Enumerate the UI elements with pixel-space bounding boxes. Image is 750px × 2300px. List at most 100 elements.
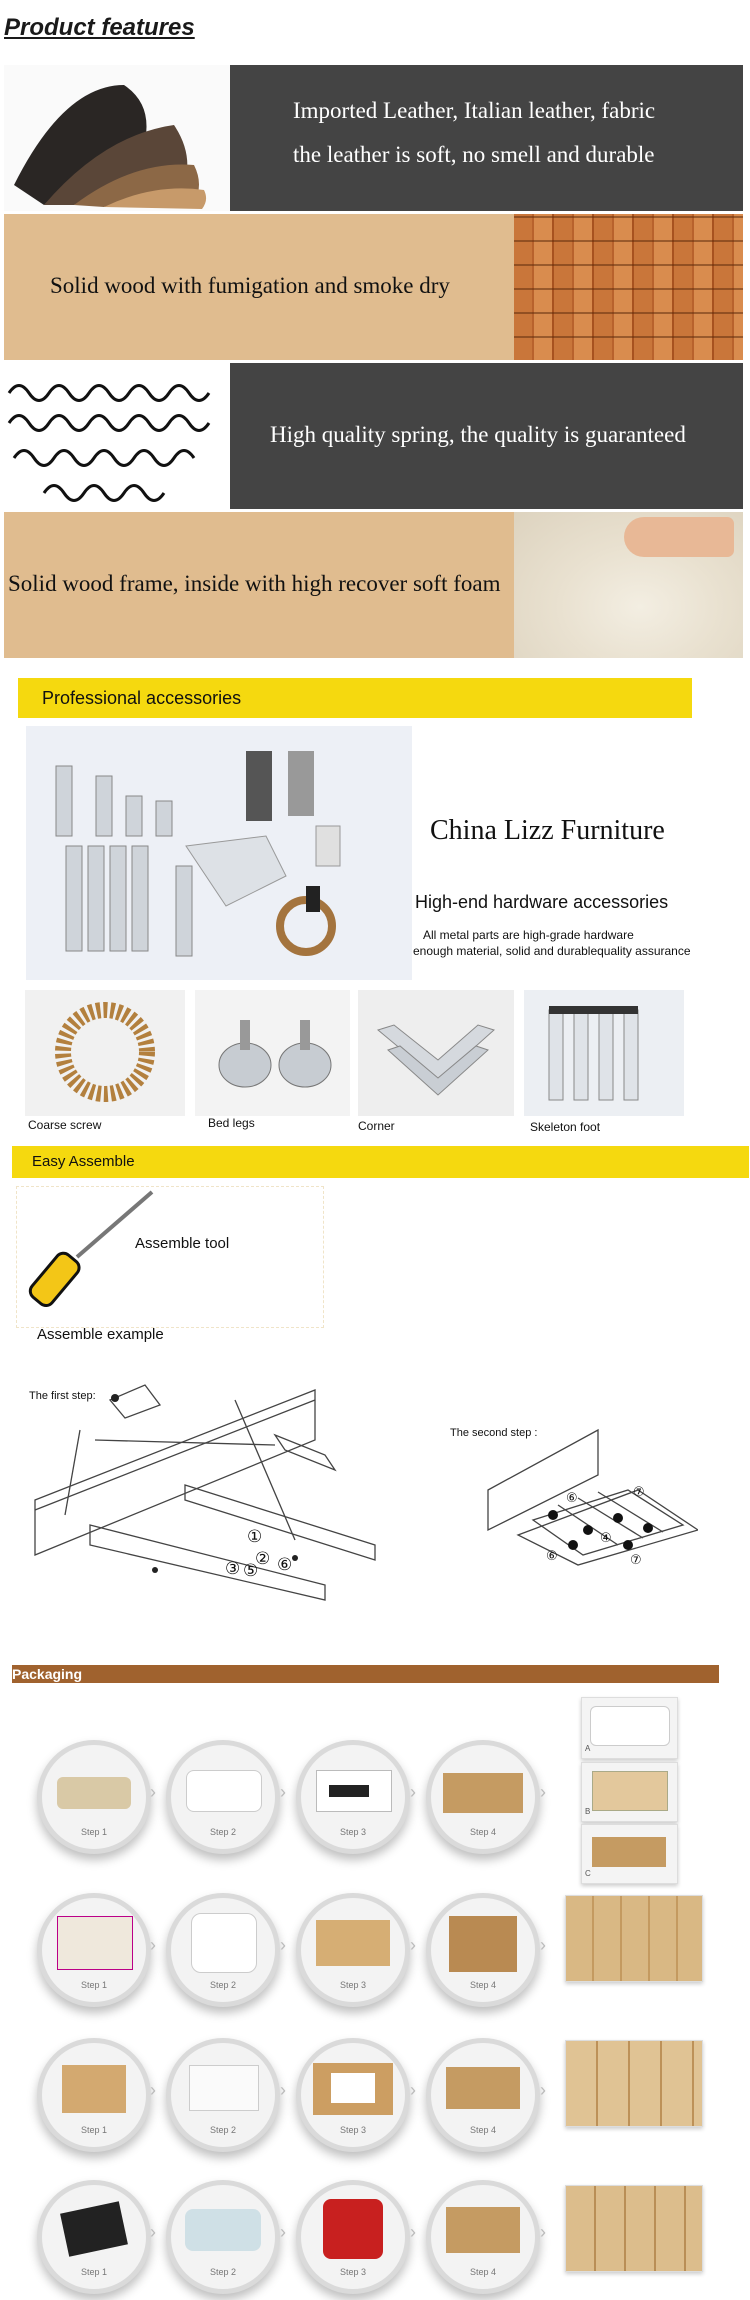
leather-image xyxy=(4,65,230,211)
skeleton-foot-icon xyxy=(548,1006,639,1101)
pack-row2-step2: Step 2 xyxy=(166,1893,280,2007)
pack-row3-step3: Step 3 xyxy=(296,2038,410,2152)
spring-image xyxy=(4,363,230,509)
step-label: Step 2 xyxy=(209,1980,237,1990)
second-step-label: The second step : xyxy=(450,1427,538,1439)
arrow-icon: › xyxy=(540,1782,546,1802)
assemble-tool-box xyxy=(16,1186,324,1328)
page-title: Product features xyxy=(4,14,195,41)
corner-photo xyxy=(358,990,514,1116)
step-label: Step 1 xyxy=(80,2125,108,2135)
feature-row-wood: Solid wood with fumigation and smoke dry xyxy=(4,214,743,360)
pack-row3-step2: Step 2 xyxy=(166,2038,280,2152)
feature-leather-line2: the leather is soft, no smell and durabl… xyxy=(293,142,655,167)
arrow-icon: › xyxy=(150,1782,156,1802)
caption-skeleton-foot: Skeleton foot xyxy=(530,1120,601,1134)
assemble-header-label: Easy Assemble xyxy=(32,1153,135,1170)
arrow-icon: › xyxy=(410,2222,416,2242)
pack-option-a: A xyxy=(581,1697,678,1759)
pack-row4-step1: Step 1 xyxy=(37,2180,151,2294)
warehouse-photo-2 xyxy=(565,2040,703,2127)
feature-row-foam: Solid wood frame, inside with high recov… xyxy=(4,512,743,658)
arrow-icon: › xyxy=(280,1782,286,1802)
brand-name: China Lizz Furniture xyxy=(430,815,665,846)
marker-2: ② xyxy=(255,1549,270,1569)
coarse-screw-photo xyxy=(25,990,185,1116)
step-label: Step 3 xyxy=(339,2267,367,2277)
arrow-icon: › xyxy=(280,2222,286,2242)
arrow-icon: › xyxy=(410,1782,416,1802)
arrow-icon: › xyxy=(280,2080,286,2100)
accessories-header: Professional accessories xyxy=(18,678,692,718)
foam-text-panel: Solid wood frame, inside with high recov… xyxy=(4,512,514,658)
spring-icon xyxy=(7,384,211,502)
foam-image xyxy=(514,512,743,658)
assemble-example-label: Assemble example xyxy=(37,1326,164,1343)
warehouse-photo-1 xyxy=(565,1895,703,1982)
marker-1: ① xyxy=(247,1527,262,1547)
marker-b1: ⑥ xyxy=(566,1491,578,1506)
arrow-icon: › xyxy=(410,1935,416,1955)
corner-bracket-icon xyxy=(376,1024,495,1096)
first-step-label: The first step: xyxy=(29,1390,96,1402)
step-label: Step 1 xyxy=(80,1827,108,1837)
packaging-header-label: Packaging xyxy=(12,1666,83,1682)
bolt-icon xyxy=(111,1394,298,1573)
sofa-icon xyxy=(57,1777,131,1809)
leather-text-panel: Imported Leather, Italian leather, fabri… xyxy=(230,65,743,211)
pack-row3-step4: Step 4 xyxy=(426,2038,540,2152)
screw-ring-icon xyxy=(55,1002,155,1102)
packaging-header: Packaging xyxy=(12,1665,719,1683)
pack-row4-step3: Step 3 xyxy=(296,2180,410,2294)
step-label: Step 4 xyxy=(469,2125,497,2135)
step-label: Step 4 xyxy=(469,2267,497,2277)
spring-text-panel: High quality spring, the quality is guar… xyxy=(230,363,743,509)
marker-b3: ④ xyxy=(600,1531,612,1546)
accessories-header-label: Professional accessories xyxy=(42,688,242,708)
feature-row-spring: High quality spring, the quality is guar… xyxy=(4,363,743,509)
skeleton-foot-photo xyxy=(524,990,684,1116)
arrow-icon: › xyxy=(540,2080,546,2100)
arrow-icon: › xyxy=(150,2080,156,2100)
pack-row2-step4: Step 4 xyxy=(426,1893,540,2007)
arrow-icon: › xyxy=(150,1935,156,1955)
pack-option-b: B xyxy=(581,1762,678,1822)
screwdriver-icon xyxy=(28,1190,154,1308)
marker-b2: ⑦ xyxy=(633,1485,645,1500)
accessories-subtitle: High-end hardware accessories xyxy=(415,892,669,912)
caption-coarse-screw: Coarse screw xyxy=(28,1118,102,1132)
marker-6: ⑥ xyxy=(277,1555,292,1575)
pack-row2-step1: Step 1 xyxy=(37,1893,151,2007)
step-label: Step 4 xyxy=(469,1980,497,1990)
caption-bed-legs: Bed legs xyxy=(208,1116,255,1130)
assemble-header: Easy Assemble xyxy=(12,1146,749,1178)
step-label: Step 2 xyxy=(209,2267,237,2277)
assemble-tool-label: Assemble tool xyxy=(135,1235,230,1252)
bed-leg-icon xyxy=(218,1020,332,1088)
arrow-icon: › xyxy=(540,2222,546,2242)
marker-3: ③ xyxy=(225,1559,240,1579)
feature-wood-line1: Solid wood with fumigation and smoke dry xyxy=(50,273,450,298)
warehouse-photo-3 xyxy=(565,2185,703,2272)
marker-5: ⑤ xyxy=(243,1561,258,1581)
step-label: Step 3 xyxy=(339,2125,367,2135)
arrow-icon: › xyxy=(410,2080,416,2100)
pack-option-c: C xyxy=(581,1824,678,1884)
pack-row3-step1: Step 1 xyxy=(37,2038,151,2152)
caption-corner: Corner xyxy=(358,1119,395,1133)
arrow-icon: › xyxy=(540,1935,546,1955)
pack-row1-step2: Step 2 xyxy=(166,1740,280,1854)
step-label: Step 3 xyxy=(339,1827,367,1837)
pack-row1-step3: Step 3 xyxy=(296,1740,410,1854)
pack-row2-step3: Step 3 xyxy=(296,1893,410,2007)
step-label: Step 1 xyxy=(80,2267,108,2277)
accessories-desc-1: All metal parts are high-grade hardware xyxy=(423,928,634,942)
accessories-main-photo xyxy=(26,726,412,980)
wood-shingles-image xyxy=(514,214,743,360)
marker-b4: ⑥ xyxy=(546,1549,558,1564)
arrow-icon: › xyxy=(280,1935,286,1955)
step-label: Step 2 xyxy=(209,2125,237,2135)
step-label: Step 2 xyxy=(209,1827,237,1837)
pack-row4-step4: Step 4 xyxy=(426,2180,540,2294)
hardware-parts-icon xyxy=(55,751,341,957)
